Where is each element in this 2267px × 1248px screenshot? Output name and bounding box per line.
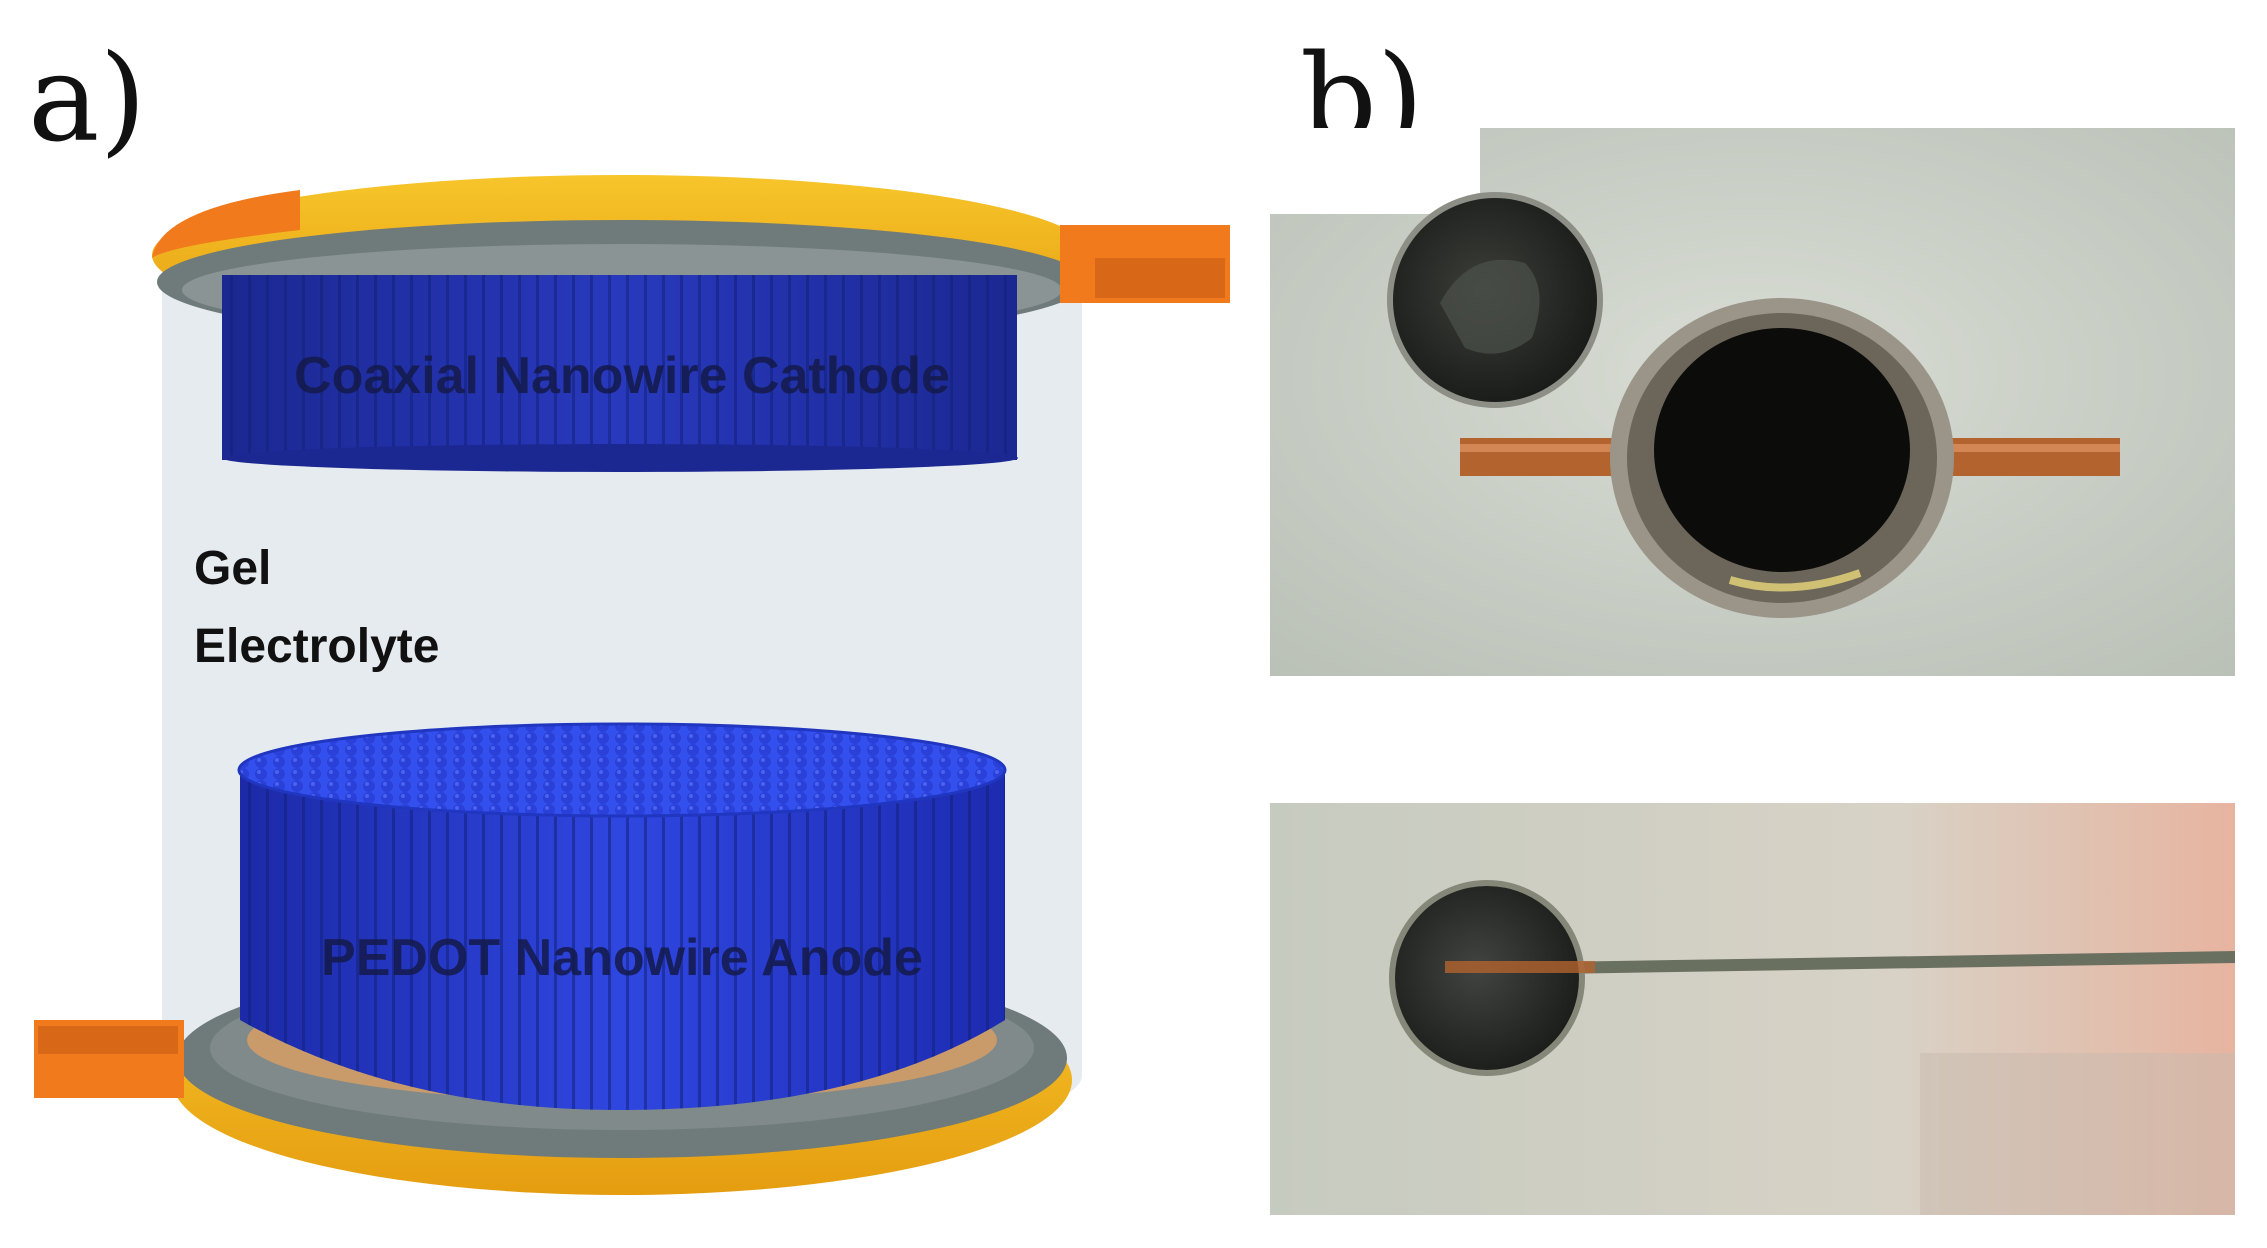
cathode-array-bottom xyxy=(222,444,1018,472)
photo-corner-notch xyxy=(1270,128,1480,214)
panel-label-a: a) xyxy=(28,30,147,169)
anode-array-top-edge xyxy=(237,722,1007,818)
electrolyte-label-line2: Electrolyte xyxy=(194,620,439,673)
coin-reference-bottom xyxy=(1389,880,1595,1076)
cathode-array-stripes xyxy=(222,275,1017,460)
cathode-label: Coaxial Nanowire Cathode xyxy=(294,347,950,405)
anode-label: PEDOT Nanowire Anode xyxy=(321,929,923,987)
photo-assembled-battery-top-view xyxy=(1270,128,2235,676)
electrolyte-label-line1: Gel xyxy=(194,542,271,595)
battery-cell xyxy=(1610,298,1954,618)
cathode-tab-texture xyxy=(1095,258,1225,298)
anode-tab-texture xyxy=(38,1026,178,1054)
coin-reference xyxy=(1387,192,1603,408)
anode-array-top xyxy=(239,724,1005,816)
battery-schematic: Coaxial Nanowire Cathode Gel Electrolyte… xyxy=(34,175,1230,1195)
photo-assembled-battery-side-view xyxy=(1270,803,2235,1215)
top-plate-orange-edge xyxy=(152,190,300,258)
anode-array-stripes xyxy=(240,770,1005,1110)
battery-cell-edge xyxy=(1490,951,2235,975)
